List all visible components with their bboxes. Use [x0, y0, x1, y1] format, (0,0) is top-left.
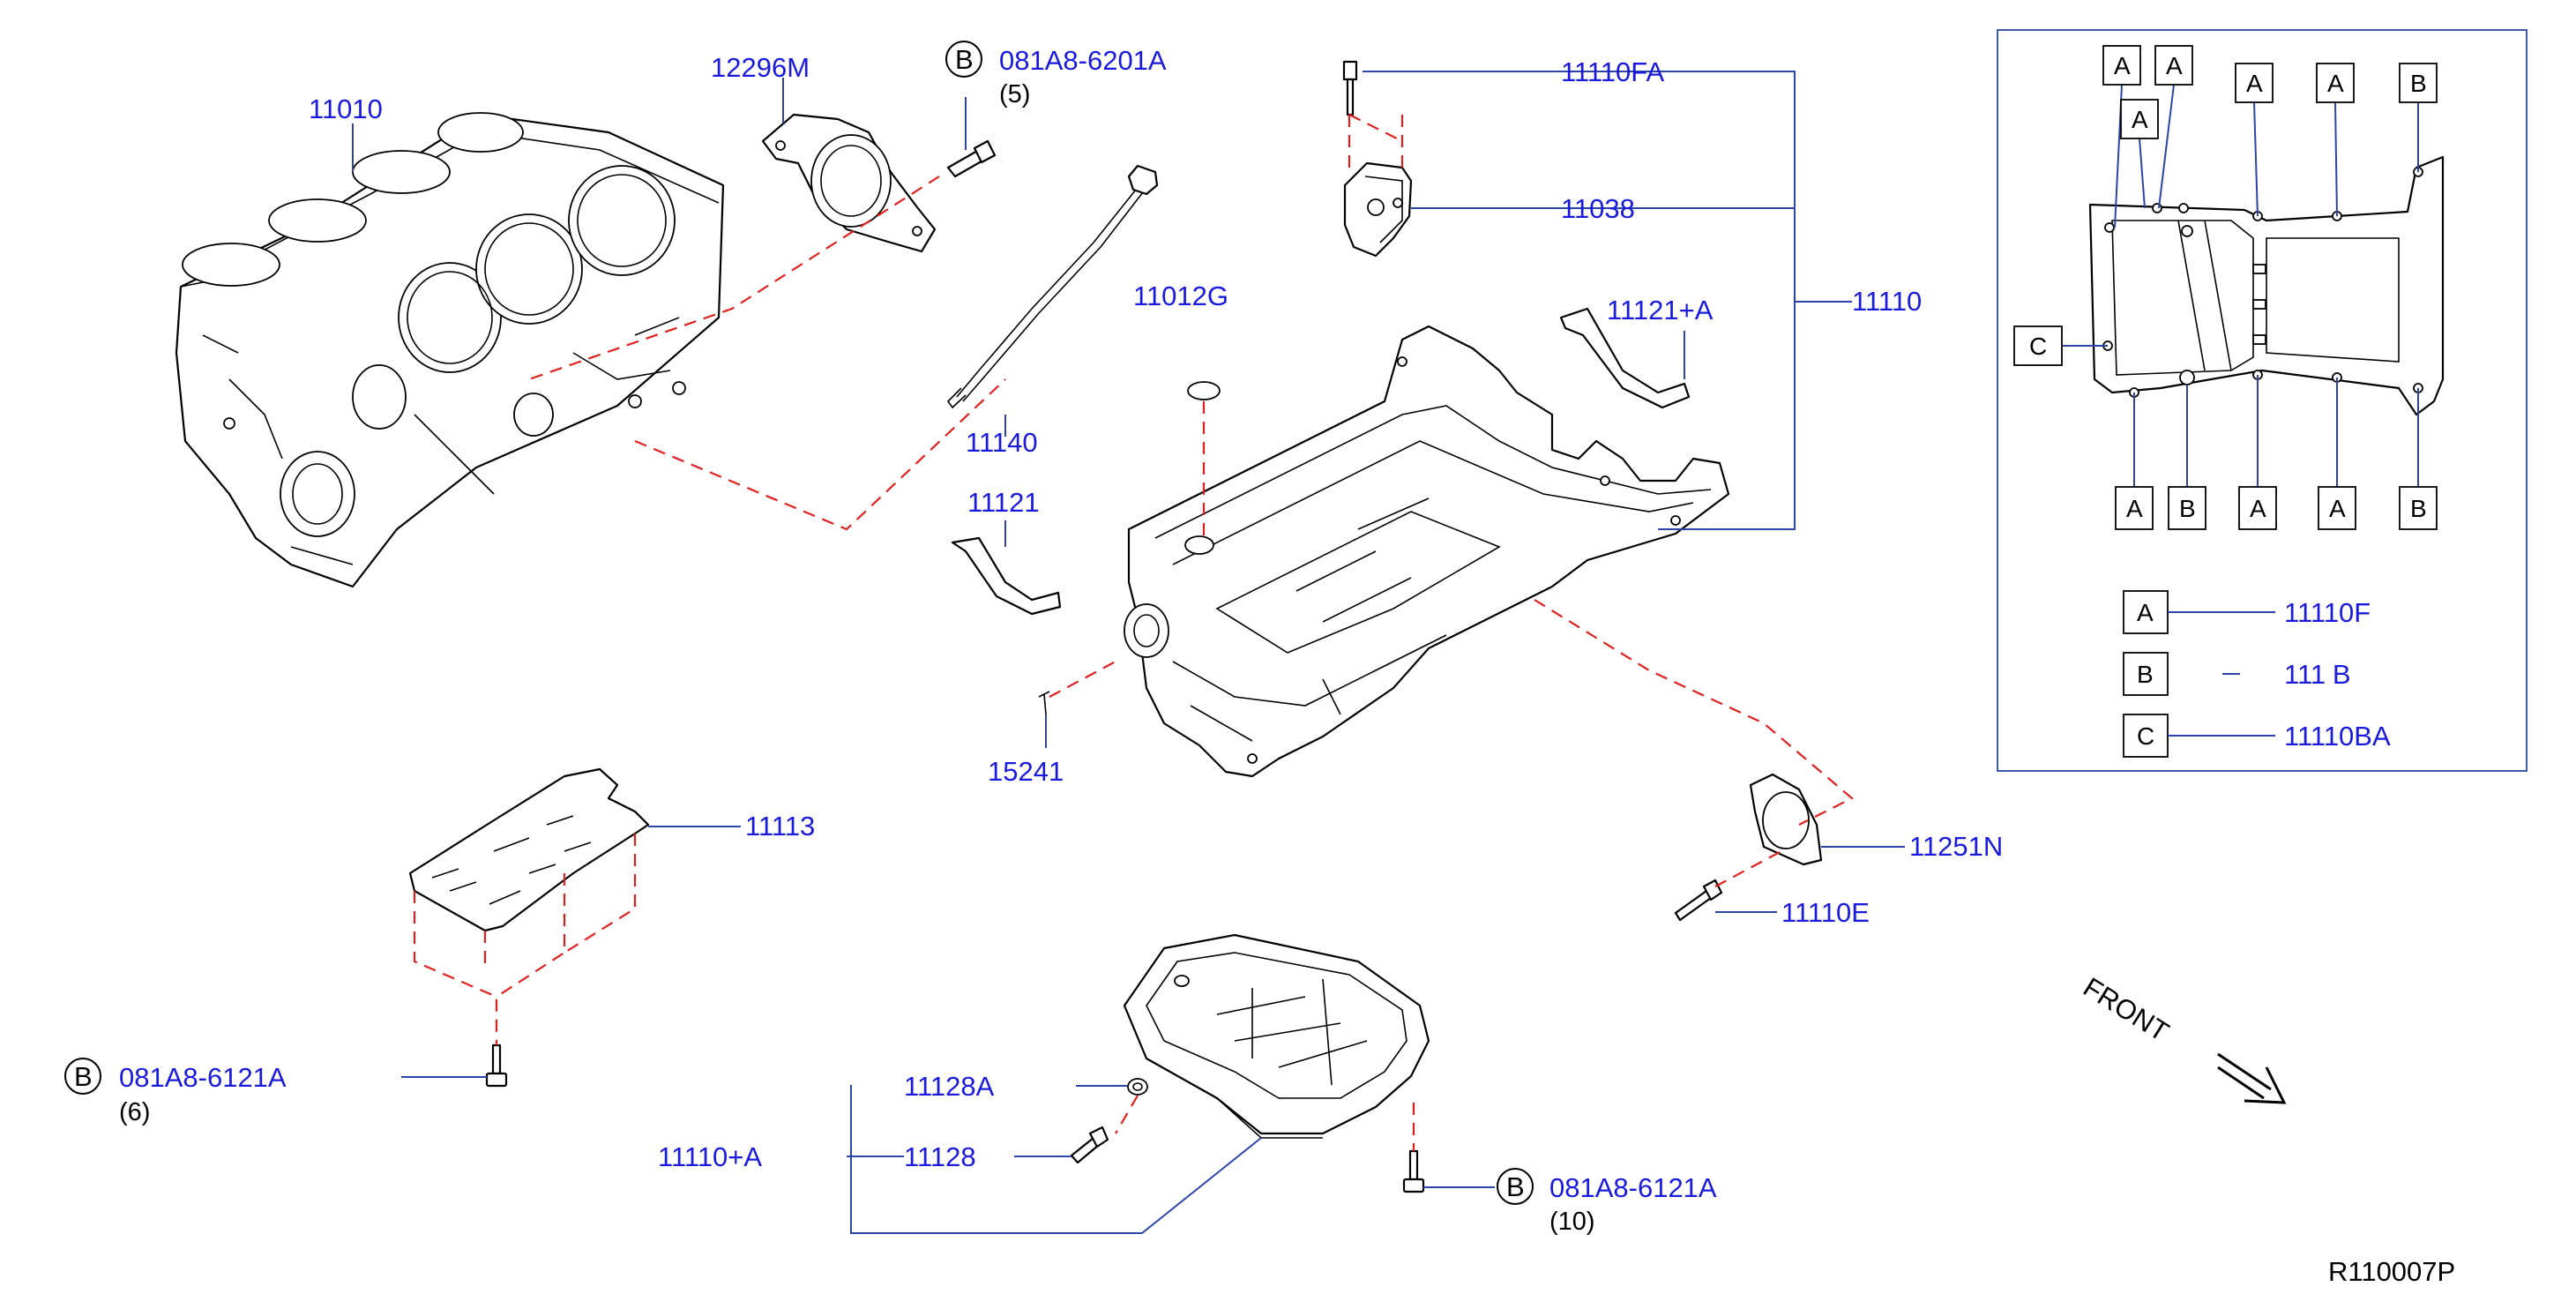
label-gasket-right[interactable]: 11121+A: [1607, 295, 1714, 325]
bolt-top-qty: (5): [999, 80, 1030, 108]
label-cylinder-block[interactable]: 11010: [309, 94, 383, 124]
inset-top-box-6: [2399, 63, 2438, 103]
inset-top-marker-5: A: [2327, 70, 2344, 97]
inset-top-box-4: [2235, 63, 2274, 103]
label-baffle[interactable]: 11113: [745, 811, 815, 842]
label-bolt-11110e[interactable]: 11110E: [1781, 897, 1870, 928]
inset-bottom-marker-4: A: [2329, 495, 2346, 522]
gasket-11121a-illustration: [1559, 307, 1691, 409]
legend-number-b[interactable]: 111 B: [2284, 659, 2351, 690]
inset-top-marker-4: A: [2246, 70, 2263, 97]
inset-bottom-box-4: [2318, 486, 2356, 530]
bolt-11110fa-illustration: [1342, 60, 1358, 116]
inset-bottom-box-2: [2168, 486, 2206, 530]
upper-oil-pan-illustration: [1124, 325, 1730, 778]
strainer-pin-illustration: [1038, 691, 1050, 715]
inset-legend: [2123, 590, 2275, 758]
bolt-top-marker: B: [955, 44, 974, 75]
lower-oil-pan-illustration: [1123, 933, 1430, 1139]
legend-marker-c: C: [2137, 722, 2154, 750]
washer-illustration: [1127, 1078, 1148, 1096]
bolt-top-illustration: [946, 139, 997, 178]
bracket-11038-illustration: [1343, 161, 1413, 258]
bolt-left-qty: (6): [119, 1098, 150, 1126]
label-rear-seal[interactable]: 11251N: [1909, 831, 2003, 862]
inset-bottom-box-5: [2399, 486, 2438, 530]
label-lower-oil-pan[interactable]: 11110+A: [658, 1141, 762, 1172]
bolt-top-circle-marker: [945, 41, 982, 78]
label-drain-plug[interactable]: 11128: [904, 1141, 976, 1172]
label-washer[interactable]: 11128A: [904, 1071, 995, 1102]
label-dipstick[interactable]: 11140: [966, 427, 1038, 458]
front-seal-plate-illustration: [761, 113, 937, 253]
label-gasket-left[interactable]: 11121: [967, 487, 1040, 518]
label-bolt-bottom[interactable]: 081A8-6121A: [1549, 1172, 1717, 1203]
inset-top-box-1: [2102, 45, 2141, 86]
legend-marker-b: B: [2137, 661, 2154, 688]
plug-illustration: [1187, 381, 1221, 400]
label-plug[interactable]: 11012G: [1133, 280, 1228, 311]
inset-bottom-marker-2: B: [2179, 495, 2196, 522]
inset-top-box-5: [2316, 63, 2355, 103]
bolt-bottom-marker: B: [1506, 1171, 1525, 1202]
bolt-left-marker: B: [74, 1061, 93, 1092]
legend-marker-a: A: [2137, 599, 2154, 626]
inset-left-marker: C: [2029, 333, 2047, 360]
bolt-left-circle-marker: [64, 1058, 101, 1095]
legend-number-c[interactable]: 11110BA: [2284, 721, 2391, 752]
front-arrow-icon: [2217, 1052, 2287, 1104]
inset-top-marker-6: B: [2410, 70, 2427, 97]
inset-top-marker-2: A: [2166, 52, 2183, 79]
dipstick-illustration: [946, 164, 1159, 409]
inset-top-marker-1: A: [2114, 52, 2131, 79]
leader-lines: [352, 71, 1905, 1234]
bolt-bottom-circle-marker: [1497, 1168, 1534, 1205]
inset-bottom-box-1: [2115, 486, 2154, 530]
bolt-bottom-illustration: [1402, 1149, 1425, 1193]
inset-top-box-3: [2120, 99, 2159, 139]
inset-panel: [1997, 29, 2527, 772]
label-bolt-top[interactable]: 081A8-6201A: [999, 45, 1167, 76]
label-front-seal-plate[interactable]: 12296M: [711, 52, 810, 83]
inset-bottom-box-3: [2238, 486, 2277, 530]
inset-top-marker-3: A: [2132, 106, 2148, 133]
drain-plug-illustration: [1070, 1126, 1109, 1164]
cylinder-block-illustration: [175, 112, 725, 588]
diagram-id: R110007P: [2328, 1256, 2455, 1287]
inset-bottom-marker-3: A: [2250, 495, 2266, 522]
gasket-11121-illustration: [951, 536, 1062, 616]
assembly-dashed-lines: [413, 114, 1854, 1151]
legend-number-a[interactable]: 11110F: [2284, 597, 2371, 628]
label-bolt-left[interactable]: 081A8-6121A: [119, 1062, 287, 1093]
label-bracket[interactable]: 11038: [1561, 193, 1635, 224]
rear-seal-illustration: [1749, 773, 1823, 866]
label-strainer-pin[interactable]: 15241: [988, 756, 1064, 787]
inset-left-box: [2013, 325, 2063, 366]
inset-top-box-2: [2154, 45, 2193, 86]
bolt-bottom-qty: (10): [1549, 1208, 1595, 1236]
label-upper-oil-pan[interactable]: 11110: [1852, 286, 1922, 317]
baffle-illustration: [408, 767, 650, 932]
inset-bottom-marker-5: B: [2410, 495, 2427, 522]
label-bolt-11110fa[interactable]: 11110FA: [1561, 56, 1665, 87]
inset-bottom-marker-1: A: [2126, 495, 2143, 522]
front-label: FRONT: [2078, 971, 2174, 1047]
bolt-11110e-illustration: [1674, 879, 1723, 922]
bolt-left-illustration: [485, 1043, 508, 1088]
